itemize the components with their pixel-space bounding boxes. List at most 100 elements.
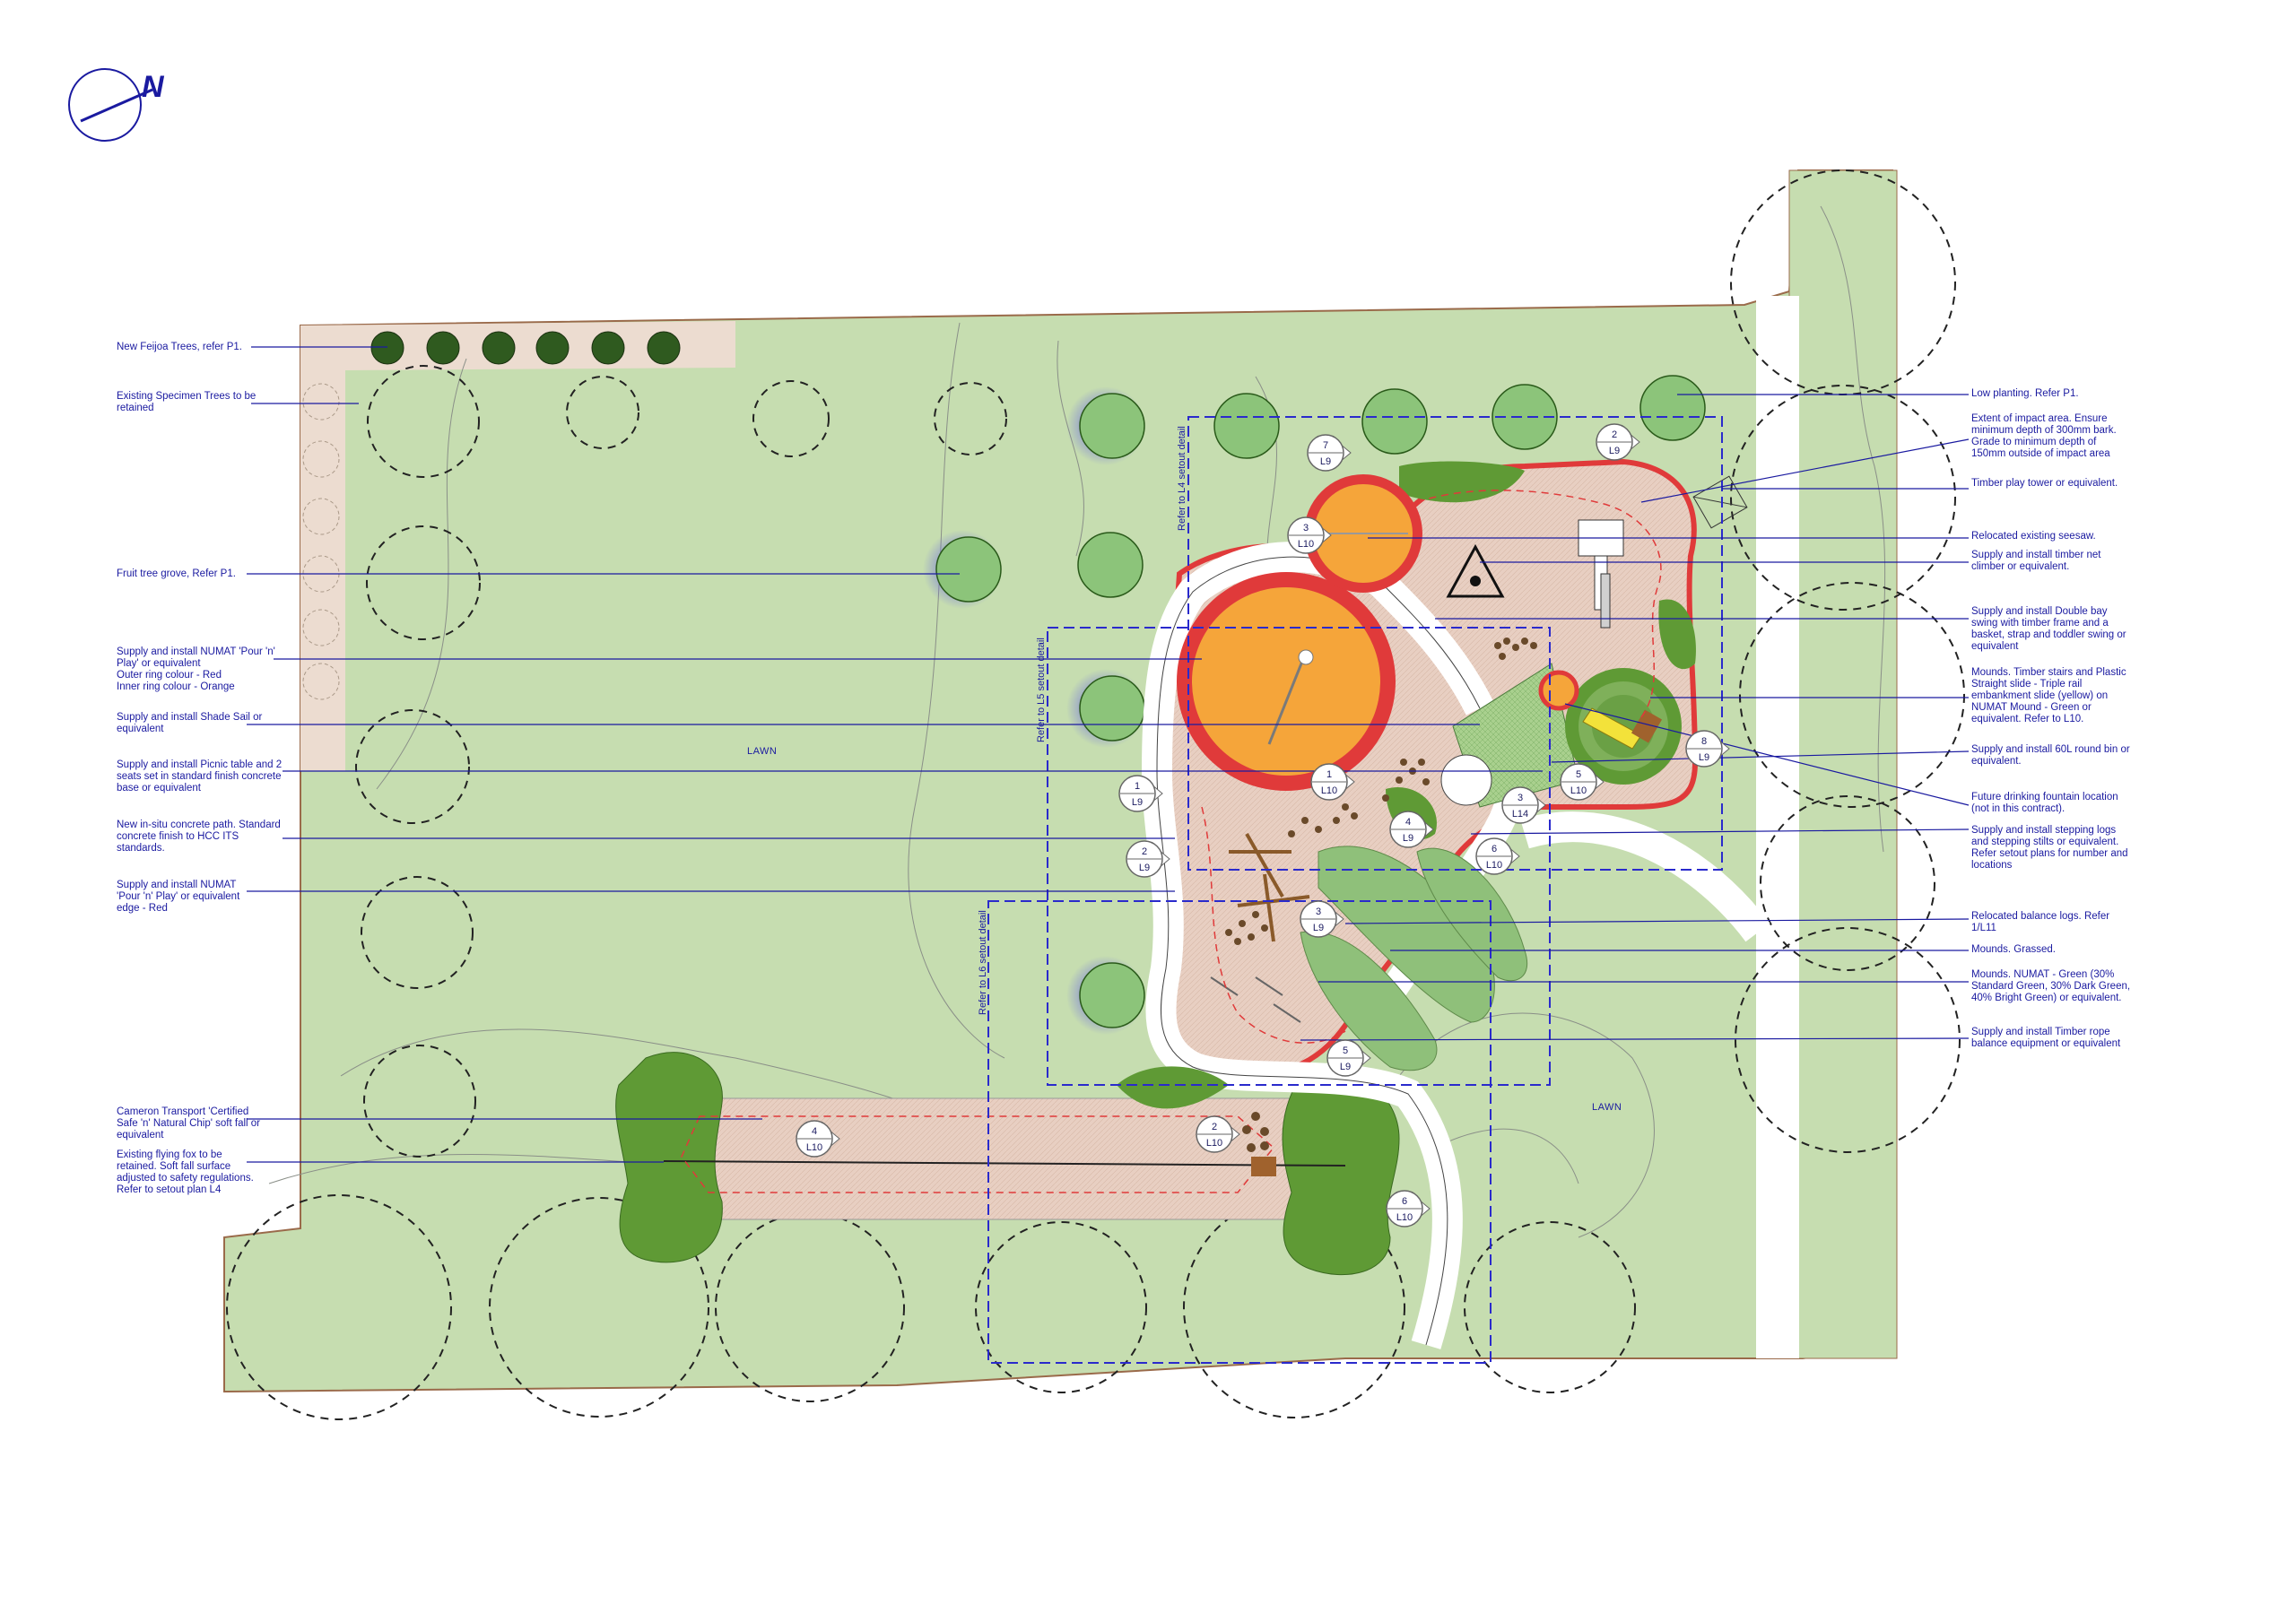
flying-fox-platform bbox=[1251, 1157, 1276, 1176]
detail-tag: 2L9 bbox=[1596, 423, 1640, 461]
detail-tag-sheet: L9 bbox=[1313, 923, 1324, 933]
detail-tag-sheet: L10 bbox=[1206, 1138, 1222, 1149]
drinking-fountain-marker bbox=[1538, 670, 1579, 711]
north-letter: N bbox=[142, 70, 165, 104]
detail-tag: 7L9 bbox=[1307, 434, 1352, 472]
setout-ref-l4: Refer to L4 setout detail bbox=[1177, 426, 1187, 531]
rope-balance bbox=[1210, 976, 1301, 1023]
note-grassed-mounds: Mounds. Grassed. bbox=[1971, 944, 2056, 955]
detail-tag: 3L9 bbox=[1300, 900, 1344, 938]
detail-tag-number: 6 bbox=[1402, 1196, 1407, 1207]
lawn-label-west: LAWN bbox=[747, 746, 778, 757]
note-impact-area: Extent of impact area. Ensure minimum de… bbox=[1971, 413, 2117, 459]
note-flying-fox: Existing flying fox to be retained. Soft… bbox=[117, 1149, 254, 1195]
note-rope-balance: Supply and install Timber rope balance e… bbox=[1971, 1027, 2121, 1049]
feijoa-trees bbox=[370, 331, 681, 365]
note-low-planting: Low planting. Refer P1. bbox=[1971, 388, 2079, 399]
detail-tag-number: 2 bbox=[1212, 1122, 1217, 1132]
detail-tag-sheet: L9 bbox=[1403, 833, 1413, 844]
note-net-climber: Supply and install timber net climber or… bbox=[1971, 550, 2101, 572]
setout-boxes bbox=[987, 416, 1723, 1364]
detail-tag-number: 4 bbox=[1405, 817, 1411, 828]
detail-tag-sheet: L10 bbox=[1570, 785, 1587, 796]
lawn-label-east: LAWN bbox=[1592, 1102, 1622, 1113]
detail-tag-number: 7 bbox=[1323, 440, 1328, 451]
detail-tag-number: 5 bbox=[1576, 769, 1581, 780]
detail-tag-number: 3 bbox=[1518, 793, 1523, 803]
detail-tags: 7L92L93L101L91L103L145L108L92L94L96L103L… bbox=[796, 423, 1730, 1227]
note-concrete-path: New in-situ concrete path. Standard conc… bbox=[117, 820, 281, 854]
feijoa-strip bbox=[300, 321, 735, 771]
detail-tag-sheet: L9 bbox=[1340, 1062, 1351, 1072]
detail-tag-number: 5 bbox=[1343, 1045, 1348, 1056]
detail-tag-sheet: L14 bbox=[1512, 809, 1528, 820]
note-stepping-logs: Supply and install stepping logs and ste… bbox=[1971, 825, 2128, 871]
seesaw-ring bbox=[1304, 474, 1422, 593]
note-slide-mound: Mounds. Timber stairs and Plastic Straig… bbox=[1971, 667, 2126, 724]
detail-tag-number: 3 bbox=[1316, 906, 1321, 917]
note-balance-logs: Relocated balance logs. Refer 1/L11 bbox=[1971, 911, 2110, 933]
detail-tag: 8L9 bbox=[1685, 730, 1730, 768]
detail-tag: 2L9 bbox=[1126, 840, 1170, 878]
detail-tag-number: 6 bbox=[1492, 844, 1497, 854]
grass-mounds bbox=[1117, 461, 1696, 1109]
north-arrow: N bbox=[68, 68, 165, 142]
flying-fox-mounds bbox=[615, 1052, 1400, 1275]
note-double-swing: Supply and install Double bay swing with… bbox=[1971, 606, 2126, 652]
detail-tag-sheet: L9 bbox=[1139, 863, 1150, 873]
note-numat-mounds: Mounds. NUMAT - Green (30% Standard Gree… bbox=[1971, 969, 2131, 1003]
detail-tag-sheet: L9 bbox=[1132, 797, 1143, 808]
detail-tag-sheet: L9 bbox=[1320, 456, 1331, 467]
note-play-tower: Timber play tower or equivalent. bbox=[1971, 478, 2118, 489]
detail-tag-number: 2 bbox=[1142, 846, 1147, 857]
east-footpath bbox=[1756, 296, 1799, 1358]
note-seesaw: Relocated existing seesaw. bbox=[1971, 531, 2096, 542]
flying-fox-cable bbox=[663, 1160, 1346, 1167]
detail-tag-sheet: L10 bbox=[1396, 1212, 1413, 1223]
impact-extent bbox=[1201, 490, 1662, 1044]
detail-tag-sheet: L10 bbox=[1321, 785, 1337, 796]
detail-tag: 1L9 bbox=[1118, 775, 1163, 812]
detail-tag-sheet: L10 bbox=[1486, 860, 1502, 871]
note-shade-sail: Supply and install Shade Sail or equival… bbox=[117, 712, 263, 734]
feijoa-strip-circles bbox=[302, 383, 340, 700]
note-fruit-grove: Fruit tree grove, Refer P1. bbox=[117, 568, 236, 579]
net-climber bbox=[1446, 543, 1505, 598]
note-picnic-table: Supply and install Picnic table and 2 se… bbox=[117, 759, 283, 794]
fruit-trees bbox=[923, 375, 1706, 1035]
note-feijoa-trees: New Feijoa Trees, refer P1. bbox=[117, 342, 242, 352]
note-pour-n-play: Supply and install NUMAT 'Pour 'n' Play'… bbox=[117, 646, 275, 692]
pour-n-play-ring bbox=[1177, 572, 1396, 791]
leader-lines bbox=[247, 346, 1970, 1163]
note-specimen-trees: Existing Specimen Trees to be retained bbox=[117, 391, 257, 413]
setout-ref-l6: Refer to L6 setout detail bbox=[978, 910, 988, 1015]
detail-tag-number: 3 bbox=[1303, 523, 1309, 533]
detail-tag-sheet: L10 bbox=[806, 1142, 822, 1153]
timber-tower-symbol bbox=[1692, 475, 1748, 529]
note-bin: Supply and install 60L round bin or equi… bbox=[1971, 744, 2130, 767]
detail-tag-number: 2 bbox=[1612, 429, 1617, 440]
note-softfall-chip: Cameron Transport 'Certified Safe 'n' Na… bbox=[117, 1106, 260, 1141]
note-drinking-fountain: Future drinking fountain location (not i… bbox=[1971, 792, 2118, 814]
detail-tag-sheet: L10 bbox=[1298, 539, 1314, 550]
note-numat-edge: Supply and install NUMAT 'Pour 'n' Play'… bbox=[117, 880, 240, 914]
setout-ref-l5: Refer to L5 setout detail bbox=[1036, 638, 1047, 742]
detail-tag-number: 8 bbox=[1701, 736, 1707, 747]
detail-tag-number: 1 bbox=[1135, 781, 1140, 792]
detail-tag-number: 1 bbox=[1326, 769, 1332, 780]
existing-tree-canopies bbox=[226, 169, 1965, 1420]
detail-tag-number: 4 bbox=[812, 1126, 817, 1137]
detail-tag: 4L9 bbox=[1389, 811, 1434, 848]
detail-tag-sheet: L9 bbox=[1609, 446, 1620, 456]
detail-tag: 5L9 bbox=[1326, 1039, 1371, 1077]
detail-tag-sheet: L9 bbox=[1699, 752, 1709, 763]
stepping-logs bbox=[1225, 638, 1537, 1152]
